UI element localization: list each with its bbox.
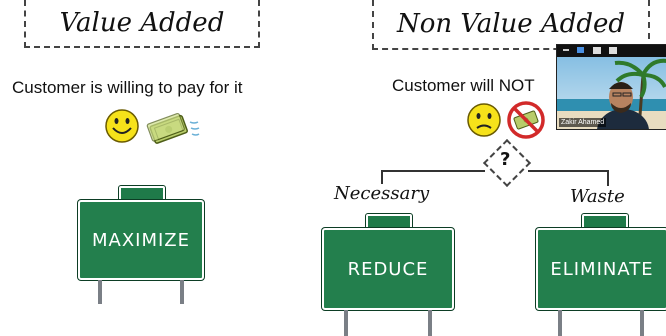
branch-label-necessary: Necessary bbox=[334, 183, 430, 204]
eliminate-sign-label: ELIMINATE bbox=[550, 258, 654, 280]
non-value-added-title: Non Value Added bbox=[372, 0, 650, 50]
tree-horizontal-right bbox=[528, 170, 608, 172]
reduce-sign-board: REDUCE bbox=[322, 228, 454, 310]
maximize-sign-board: MAXIMIZE bbox=[78, 200, 204, 280]
maximize-sign-post-left bbox=[98, 280, 102, 304]
video-options-icon[interactable] bbox=[609, 47, 617, 54]
video-feed-image bbox=[557, 45, 666, 129]
tree-horizontal-left bbox=[381, 170, 485, 172]
maximize-sign-label: MAXIMIZE bbox=[91, 229, 191, 251]
smiley-face-icon bbox=[105, 109, 139, 143]
reduce-sign-label: REDUCE bbox=[347, 258, 429, 280]
flying-money-icon bbox=[146, 112, 200, 144]
tree-vertical-right bbox=[607, 170, 609, 186]
video-grid-icon[interactable] bbox=[593, 47, 601, 54]
reduce-sign-post-right bbox=[428, 310, 432, 336]
tree-vertical-left bbox=[381, 170, 383, 184]
branch-label-waste: Waste bbox=[570, 186, 625, 207]
reduce-sign: REDUCE bbox=[322, 214, 454, 336]
video-layout-icon[interactable] bbox=[577, 47, 584, 53]
participant-video[interactable]: Zakir Ahamed bbox=[556, 44, 666, 130]
maximize-sign: MAXIMIZE bbox=[78, 186, 204, 306]
no-money-icon bbox=[507, 101, 545, 139]
eliminate-sign-post-left bbox=[558, 310, 562, 336]
reduce-sign-post-left bbox=[344, 310, 348, 336]
non-value-added-subtitle: Customer will NOT bbox=[392, 76, 535, 95]
eliminate-sign: ELIMINATE bbox=[536, 214, 666, 336]
value-added-subtitle: Customer is willing to pay for it bbox=[12, 78, 243, 97]
eliminate-sign-post-right bbox=[640, 310, 644, 336]
value-added-title: Value Added bbox=[24, 0, 260, 48]
decision-question-mark: ? bbox=[500, 149, 511, 170]
value-added-title-text: Value Added bbox=[59, 8, 225, 38]
sad-face-icon bbox=[467, 103, 501, 137]
non-value-added-title-text: Non Value Added bbox=[396, 9, 626, 39]
eliminate-sign-board: ELIMINATE bbox=[536, 228, 666, 310]
participant-name: Zakir Ahamed bbox=[559, 118, 607, 127]
minimize-video-icon[interactable] bbox=[563, 49, 569, 51]
maximize-sign-post-right bbox=[180, 280, 184, 304]
